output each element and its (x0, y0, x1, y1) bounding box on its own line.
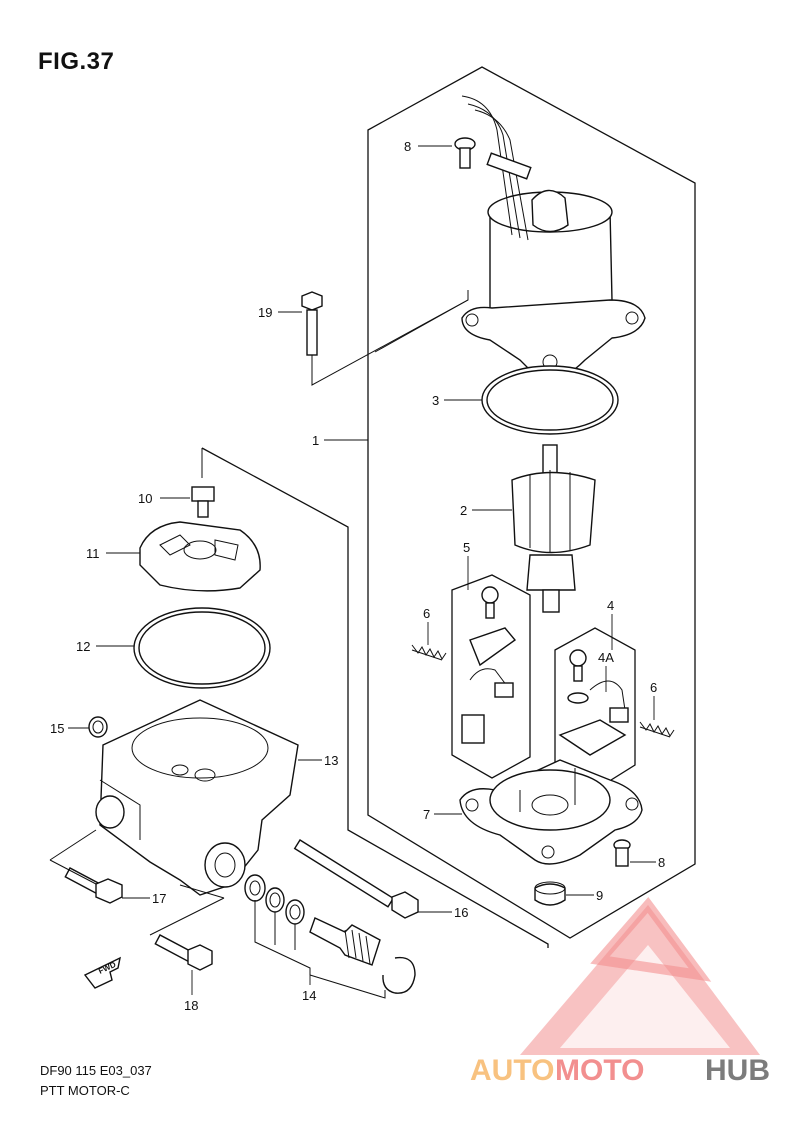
svg-text:4: 4 (607, 598, 614, 613)
guide-18-body (149, 897, 225, 936)
bolt-18 (154, 934, 213, 971)
o-ring-3 (481, 365, 619, 435)
callout-18: 18 (184, 970, 198, 1013)
callout-16: 16 (418, 905, 468, 920)
callout-15: 15 (50, 721, 89, 736)
brush-holder-5-frame (451, 574, 531, 779)
plug-10 (191, 486, 215, 518)
svg-text:15: 15 (50, 721, 64, 736)
watermark-logo: AUTO MOTO HUB (470, 897, 770, 1087)
svg-text:3: 3 (432, 393, 439, 408)
section-name: PTT MOTOR-C (40, 1083, 130, 1098)
svg-text:16: 16 (454, 905, 468, 920)
callout-8-top: 8 (404, 139, 452, 154)
collar-9 (534, 881, 566, 906)
svg-text:18: 18 (184, 998, 198, 1013)
callout-3: 3 (432, 393, 482, 408)
screw-8-bottom (613, 839, 631, 867)
model-code: DF90 115 E03_037 (40, 1063, 152, 1078)
callout-13: 13 (298, 753, 338, 768)
callout-11: 11 (86, 546, 140, 561)
svg-text:1: 1 (312, 433, 319, 448)
brush-holder-5 (461, 586, 517, 744)
spring-6-left (411, 644, 447, 661)
callout-7: 7 (423, 807, 462, 822)
svg-text:12: 12 (76, 639, 90, 654)
fwd-direction-arrow: FWD (83, 956, 121, 989)
svg-text:5: 5 (463, 540, 470, 555)
bolt-17 (64, 867, 123, 904)
guide-13-17 (49, 829, 97, 861)
callout-19: 19 (258, 305, 302, 320)
svg-text:14: 14 (302, 988, 316, 1003)
callout-10: 10 (138, 491, 190, 506)
group-frame-lower (201, 447, 549, 948)
motor-housing (461, 95, 646, 382)
watermark-text-2: MOTO (555, 1054, 644, 1087)
callout-5: 5 (463, 540, 470, 590)
svg-text:4A: 4A (598, 650, 614, 665)
callout-8-bottom: 8 (630, 855, 665, 870)
end-cover-7 (459, 759, 643, 865)
pump-body-13 (95, 699, 299, 896)
bolt-19 (301, 291, 323, 356)
spring-6-right (639, 721, 675, 738)
svg-text:6: 6 (650, 680, 657, 695)
o-ring-12 (133, 607, 271, 689)
assembly-frame (367, 66, 696, 939)
valve-kit-14 (244, 874, 416, 999)
bolt-19-guide (374, 299, 469, 353)
callout-6-right: 6 (650, 680, 657, 720)
svg-text:10: 10 (138, 491, 152, 506)
bolt-19-bracket (311, 290, 469, 386)
guide-17-body (49, 859, 97, 885)
callout-12: 12 (76, 639, 134, 654)
callout-1: 1 (312, 433, 368, 448)
guide-body-18 (179, 884, 225, 899)
callout-2: 2 (460, 503, 512, 518)
svg-text:9: 9 (596, 888, 603, 903)
svg-text:17: 17 (152, 891, 166, 906)
callout-14: 14 (302, 975, 316, 1003)
callout-4a: 4A (598, 650, 614, 692)
circlip-15 (88, 716, 108, 738)
screw-8-top (454, 137, 476, 169)
figure-title: FIG.37 (38, 48, 115, 75)
svg-text:13: 13 (324, 753, 338, 768)
callout-17: 17 (122, 891, 166, 906)
svg-text:8: 8 (658, 855, 665, 870)
callout-4: 4 (607, 598, 614, 650)
brush-holder-4 (558, 649, 629, 756)
svg-text:6: 6 (423, 606, 430, 621)
armature-2 (511, 444, 596, 613)
bolt-16 (293, 839, 419, 919)
svg-text:7: 7 (423, 807, 430, 822)
callout-9: 9 (566, 888, 603, 903)
svg-text:2: 2 (460, 503, 467, 518)
svg-text:19: 19 (258, 305, 272, 320)
svg-text:8: 8 (404, 139, 411, 154)
callout-6-left: 6 (423, 606, 430, 645)
watermark-text-3: HUB (705, 1054, 770, 1087)
watermark-text-1: AUTO (470, 1054, 554, 1087)
svg-text:11: 11 (86, 546, 100, 561)
cover-plate-11 (139, 521, 261, 592)
